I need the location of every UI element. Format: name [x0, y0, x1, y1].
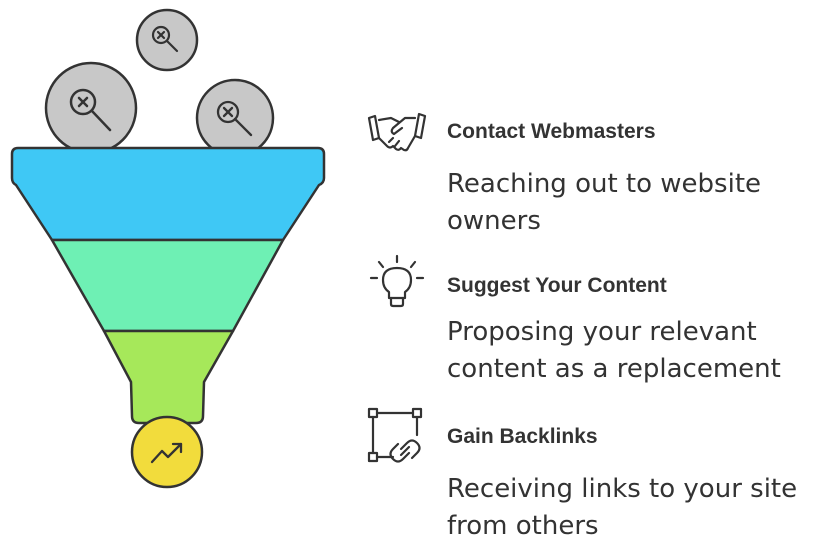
input-circle-small — [135, 8, 199, 72]
step-description-line: from others — [447, 511, 599, 541]
trending-up-icon — [150, 442, 183, 464]
step-description: Receiving links to your site from others — [447, 471, 827, 545]
step-description-line: Receiving links to your site — [447, 474, 798, 504]
search-close-icon — [69, 88, 112, 132]
funnel-bottom-section — [102, 329, 235, 425]
step-description-line: owners — [447, 206, 541, 236]
funnel-top-section — [10, 146, 326, 242]
funnel-diagram — [10, 8, 326, 489]
step-title: Gain Backlinks — [447, 425, 598, 448]
step-title: Contact Webmasters — [447, 120, 656, 143]
input-circle-right — [195, 78, 275, 158]
step-description-line: content as a replacement — [447, 354, 781, 384]
handshake-icon — [367, 112, 427, 152]
step-title: Suggest Your Content — [447, 274, 667, 297]
input-circle-left — [44, 61, 138, 155]
lightbulb-icon — [369, 254, 425, 308]
output-circle — [130, 415, 204, 489]
link-icon — [367, 407, 423, 463]
search-close-icon — [151, 25, 179, 53]
step-description: Reaching out to website owners — [447, 166, 807, 240]
step-description-line: Reaching out to website — [447, 169, 762, 199]
step-description: Proposing your relevant content as a rep… — [447, 314, 827, 388]
funnel-middle-section — [50, 238, 285, 333]
search-close-icon — [216, 100, 253, 137]
step-description-line: Proposing your relevant — [447, 317, 757, 347]
funnel-body — [10, 146, 326, 425]
